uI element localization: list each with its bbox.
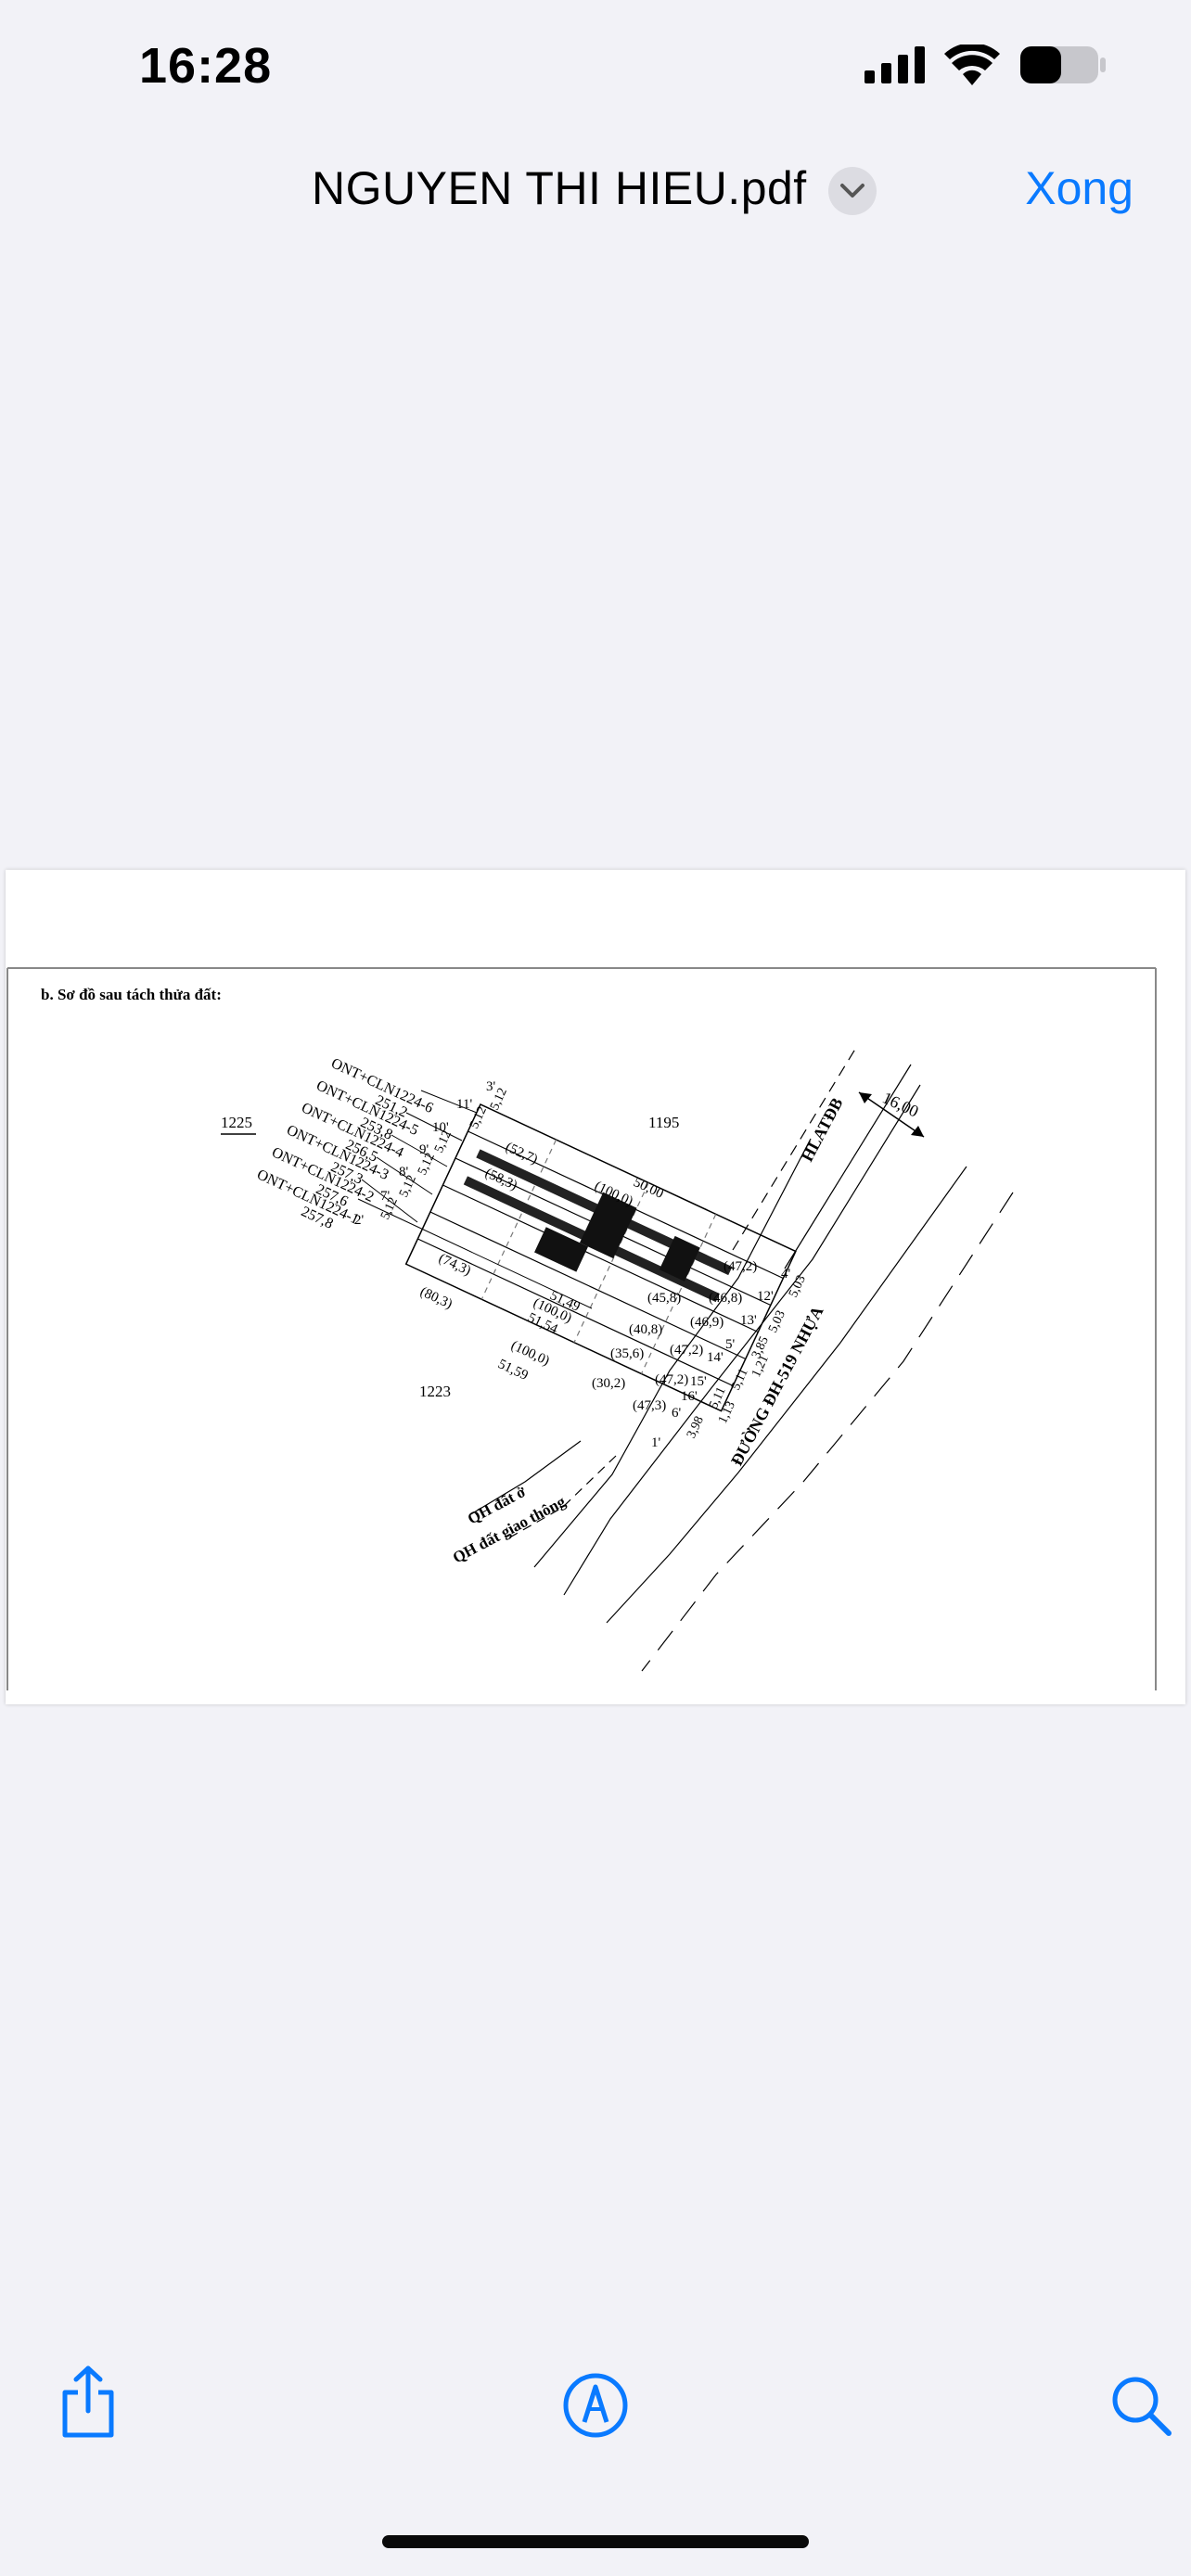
- point-label: 7': [380, 1189, 391, 1204]
- point-label: 1': [651, 1435, 661, 1450]
- lot-block: [404, 1103, 797, 1412]
- home-indicator[interactable]: [382, 2535, 809, 2548]
- distance-label: 50,00: [631, 1175, 665, 1202]
- distance-label: (47,2): [724, 1259, 757, 1274]
- chevron-down-icon: [840, 184, 864, 198]
- document-header: NGUYEN THI HIEU.pdf Xong: [0, 148, 1191, 241]
- lot-labels: ONT+CLN1224-6 251,2 ONT+CLN1224-5 253,8 …: [254, 1055, 435, 1231]
- distance-label: (46,8): [709, 1291, 742, 1306]
- road-setback-label: HLATĐB: [798, 1095, 847, 1165]
- document-title[interactable]: NGUYEN THI HIEU.pdf: [312, 162, 807, 214]
- point-label: 15': [690, 1374, 707, 1389]
- distance-label: (47,2): [655, 1372, 688, 1387]
- road-lines: [468, 1045, 1014, 1672]
- point-label: 11': [456, 1097, 472, 1112]
- status-time: 16:28: [139, 38, 273, 94]
- distance-label: (47,3): [633, 1398, 666, 1413]
- title-menu-button[interactable]: [828, 167, 877, 215]
- section-title: b. Sơ đồ sau tách thửa đất:: [41, 986, 222, 1003]
- search-button[interactable]: [1109, 2374, 1174, 2443]
- point-label: 6': [672, 1406, 682, 1421]
- status-icons: [864, 45, 1108, 85]
- right-distances: (46,8) (46,9) (45,8) (40,8) (47,2) (35,6…: [592, 1291, 742, 1413]
- distance-label: (45,8): [647, 1291, 681, 1306]
- battery-icon: [1020, 46, 1106, 83]
- share-button[interactable]: [58, 2365, 119, 2443]
- point-label: 13': [740, 1313, 757, 1328]
- point-label: 8': [399, 1165, 409, 1180]
- markup-button[interactable]: [562, 2372, 629, 2443]
- width-label: 5,03: [766, 1308, 788, 1335]
- pdf-page[interactable]: b. Sơ đồ sau tách thửa đất: 1225 1195 12…: [6, 870, 1185, 1704]
- distance-label: (40,8): [629, 1322, 662, 1337]
- bottom-toolbar: [0, 2365, 1191, 2485]
- distance-label: (74,3): [436, 1251, 473, 1279]
- parcel-number-bottom: 1223: [419, 1383, 451, 1400]
- status-bar: 16:28: [0, 0, 1191, 139]
- point-label: 5': [725, 1337, 736, 1352]
- width-label: 5,11: [729, 1367, 751, 1393]
- point-label: 12': [757, 1289, 774, 1304]
- distance-label: (35,6): [610, 1346, 644, 1361]
- point-label: 2': [354, 1213, 365, 1228]
- distance-label: (47,2): [670, 1343, 703, 1358]
- parcel-number-top: 1195: [648, 1114, 679, 1131]
- point-label: 4': [781, 1267, 791, 1282]
- point-label: 14': [707, 1350, 724, 1365]
- point-labels: 3' 11' 10' 9' 8' 7' 2' 1' 6' 16' 15' 14'…: [354, 1079, 791, 1450]
- cellular-signal-icon: [864, 46, 925, 83]
- parcel-number-left: 1225: [221, 1114, 252, 1131]
- point-label: 10': [432, 1120, 449, 1135]
- distance-label: 51,59: [495, 1357, 530, 1384]
- distance-label: (80,3): [417, 1284, 455, 1312]
- share-icon: [62, 2366, 114, 2438]
- point-label: 9': [419, 1142, 429, 1157]
- cadastral-drawing: b. Sơ đồ sau tách thửa đất: 1225 1195 12…: [6, 967, 1157, 1690]
- distance-label: (46,9): [690, 1315, 724, 1330]
- search-icon: [1112, 2377, 1172, 2436]
- point-label: 3': [486, 1079, 496, 1094]
- distance-label: (30,2): [592, 1376, 625, 1391]
- point-label: 16': [681, 1389, 698, 1404]
- done-button[interactable]: Xong: [1025, 162, 1133, 214]
- wifi-icon: [944, 45, 1000, 85]
- markup-pen-icon: [563, 2373, 628, 2438]
